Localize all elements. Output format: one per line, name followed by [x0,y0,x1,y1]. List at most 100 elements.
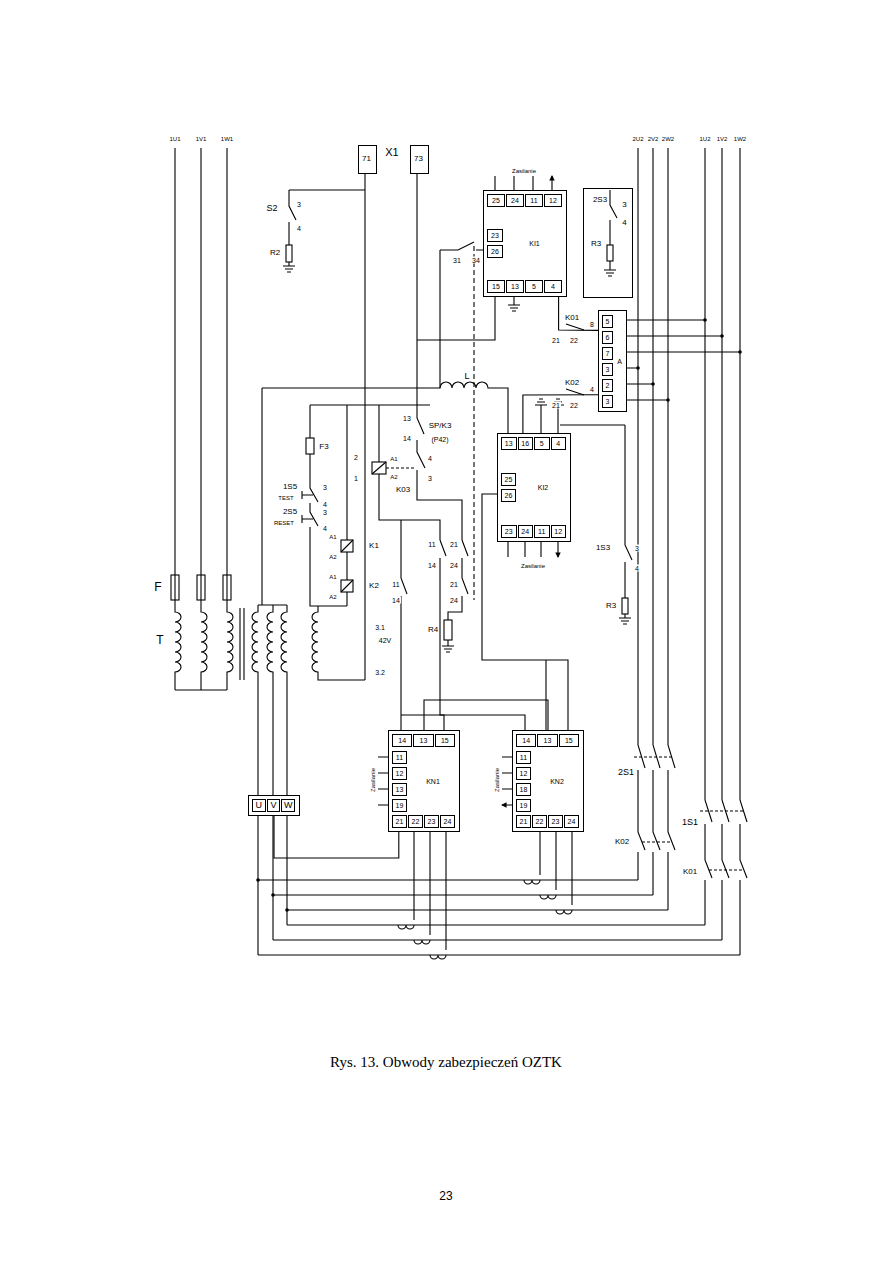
pin-number: 26 [501,489,516,502]
pin-number: 3 [602,363,613,376]
part-label: 11 [427,541,436,548]
pin-number: 11 [534,525,550,538]
part-label: 4 [296,225,302,232]
part-label: 34 [471,257,481,264]
part-label: 22 [569,337,579,344]
wire-connector [523,395,598,433]
block-name: KN2 [534,774,580,788]
part-label: 1S1 [681,818,699,827]
pin-number: 23 [424,815,439,828]
part-label: 11 [391,581,400,588]
block-name: 71 [359,146,374,171]
block-name: R3 [587,237,605,250]
part-label: 21 [449,541,459,548]
relay-block: 252411122326KI1151354 [483,190,567,297]
part-label: K2 [368,582,380,590]
part-label: 1V1 [195,136,208,142]
part-label: 3 [427,475,433,482]
part-label: 14 [391,597,401,604]
pin-number: 24 [440,815,455,828]
pin-number: 14 [516,734,536,747]
pin-number: 4 [551,437,567,450]
part-label: Zasilanie [370,767,376,793]
terminal-strip: UVW [248,795,300,816]
block-name: 3 [620,199,629,211]
part-label: 21 [449,581,459,588]
part-label: L [463,372,470,381]
part-label: 14 [427,562,437,569]
part-label: Zasilanie [520,563,546,569]
pin-number: 25 [487,194,505,207]
block-name: KI2 [519,481,567,495]
part-label: 1U2 [698,136,711,142]
wire-connector [559,297,598,330]
part-label: 4 [427,455,433,462]
pin-number: 19 [392,799,407,812]
part-label: K02 [614,838,630,846]
part-label: R3 [605,602,617,610]
pin-number: 7 [602,347,613,360]
part-label: 4 [322,525,328,532]
wire-connector [274,816,399,858]
part-label: 24 [449,597,459,604]
part-label: 4 [322,501,328,508]
part-label: X1 [384,147,399,158]
terminal: 73 [410,145,429,174]
pin-number: V [267,799,281,812]
pin-number: 24 [518,525,534,538]
part-label: 21 [551,402,561,409]
part-label: 3 [296,201,302,208]
part-label: A1 [328,534,337,540]
pin-number: 23 [487,229,503,242]
block-name: KN1 [410,774,456,788]
part-label: F3 [318,443,329,451]
part-label: 2S5 [282,508,298,516]
pin-number: 15 [435,734,455,747]
figure-caption: Rys. 13. Obwody zabezpieczeń OZTK [330,1054,562,1071]
part-label: 13 [402,415,412,422]
part-label: 8 [589,321,595,328]
part-label: K01 [564,314,580,322]
part-label: 21 [551,337,561,344]
part-label: S2 [265,204,278,213]
part-label: A1 [389,456,398,462]
part-label: 2S1 [617,768,635,777]
part-label: 3.2 [374,669,386,676]
part-label: 2U2 [631,136,644,142]
pin-number: 14 [392,734,412,747]
part-label: 23 [438,1190,453,1202]
pin-number: 18 [516,783,531,796]
pin-number: 13 [392,783,407,796]
pin-number: 19 [516,799,531,812]
part-label: R2 [269,249,281,257]
pin-number: 4 [544,280,562,293]
pin-number: 5 [525,280,543,293]
part-label: 3.1 [374,624,386,631]
part-label: 1W1 [220,136,234,142]
pin-number: 13 [501,437,517,450]
pin-number: 23 [548,815,563,828]
pin-number: 15 [487,280,505,293]
pin-number: 12 [392,767,407,780]
part-label: 1U1 [168,136,181,142]
block-name: KI1 [506,237,563,251]
pin-number: 11 [516,751,531,764]
part-label: RESET [273,520,295,526]
terminal: 71 [358,145,377,174]
pin-number: 5 [602,315,613,328]
part-label: 4 [634,565,640,572]
part-label: A2 [389,474,398,480]
pin-number: 15 [559,734,579,747]
part-label: T [155,634,164,646]
pin-number: 12 [544,194,562,207]
part-label: K01 [682,868,698,876]
part-label: 1V2 [716,136,729,142]
part-label: TEST [277,495,294,501]
pin-number: 3 [602,395,613,408]
pin-number: 2 [602,379,613,392]
part-label: 1S5 [282,483,298,491]
part-label: F [153,581,162,593]
pin-number: 24 [506,194,524,207]
part-label: 2V2 [647,136,660,142]
